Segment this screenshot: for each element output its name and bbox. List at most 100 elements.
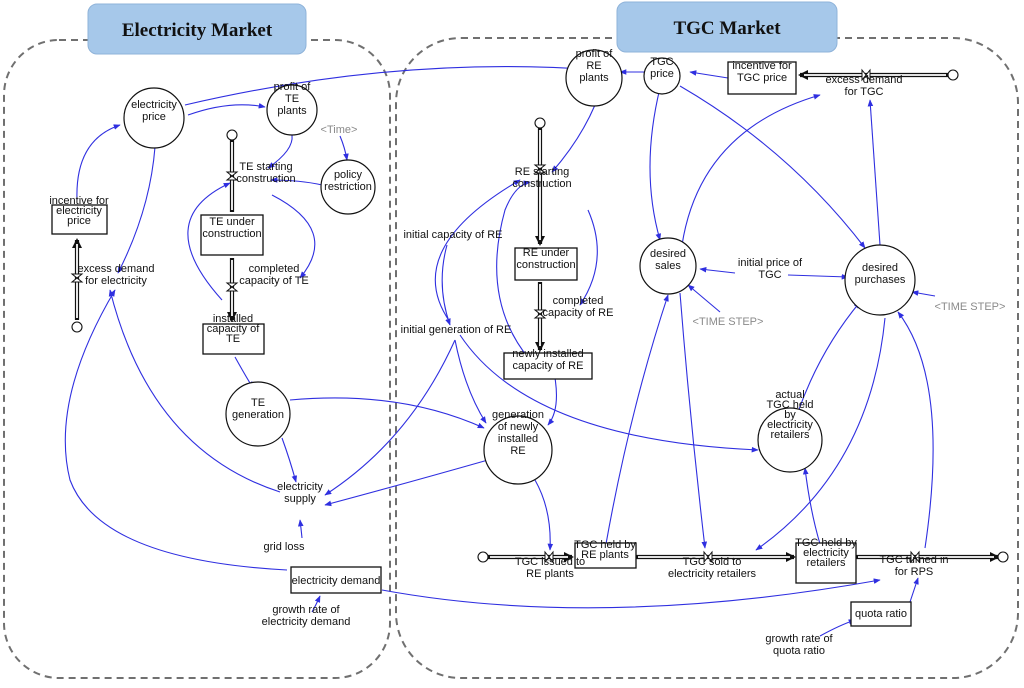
excess-demand-electricity-label-line: for electricity bbox=[85, 275, 147, 287]
tgc-sold-retailers-label-line: TGC sold to bbox=[683, 556, 742, 568]
profit-te-plants-label-line: TE bbox=[285, 93, 299, 105]
desired-sales-label-line: desired bbox=[650, 248, 686, 260]
desired-purchases-node bbox=[844, 244, 916, 316]
generation-newly-installed-re-label-line: RE bbox=[510, 445, 525, 457]
profit-re-plants-label-line: profit of bbox=[576, 48, 614, 60]
profit-te-plants-label-line: plants bbox=[277, 105, 307, 117]
tgc-market-title: TGC Market bbox=[673, 18, 781, 39]
completed-capacity-te-label-line: capacity of TE bbox=[239, 275, 309, 287]
newly-installed-capacity-re-label-line: capacity of RE bbox=[513, 360, 584, 372]
tgc-turned-in-rps-label-line: for RPS bbox=[895, 566, 934, 578]
re-under-construction-label-line: construction bbox=[516, 259, 575, 271]
te-starting-construction-label-line: construction bbox=[236, 173, 295, 185]
valve-icons bbox=[70, 68, 920, 564]
valve-icon bbox=[225, 282, 239, 292]
completed-capacity-te-label-line: completed bbox=[249, 263, 300, 275]
incentive-electricity-price-box bbox=[51, 204, 108, 235]
electricity-market-title: Electricity Market bbox=[122, 20, 273, 41]
grid-loss-label-line: grid loss bbox=[264, 541, 305, 553]
incentive-electricity-price-label-line: electricity bbox=[56, 205, 102, 217]
cloud-icon bbox=[71, 321, 83, 333]
tgc-held-retailers-box bbox=[795, 542, 857, 584]
tgc-held-re-plants-label-line: TGC held by bbox=[574, 539, 636, 551]
cloud-icon bbox=[477, 551, 489, 563]
grid-loss-label: grid loss bbox=[264, 541, 305, 553]
policy-restriction-label-line: restriction bbox=[324, 181, 372, 193]
policy-restriction-label-line: policy bbox=[334, 169, 363, 181]
time-step-1-label: <TIME STEP> bbox=[693, 316, 764, 328]
electricity-demand-label: electricity demand bbox=[292, 575, 381, 587]
excess-demand-electricity-label-line: excess demand bbox=[77, 263, 154, 275]
time-shadow-label: <Time> bbox=[321, 124, 358, 136]
actual-tgc-held-label-line: actual bbox=[775, 389, 804, 401]
te-under-construction-label-line: TE under bbox=[209, 216, 255, 228]
te-generation-node bbox=[225, 381, 291, 447]
valve-icon bbox=[225, 171, 239, 181]
initial-capacity-re-label-line: initial capacity of RE bbox=[403, 229, 502, 241]
newly-installed-capacity-re-box bbox=[503, 352, 593, 380]
time-step-2-label-line: <TIME STEP> bbox=[935, 301, 1006, 313]
profit-re-plants-label-line: RE bbox=[586, 60, 601, 72]
growth-rate-quota-ratio-label-line: growth rate of bbox=[765, 633, 833, 645]
tgc-held-re-plants-box bbox=[574, 542, 637, 569]
valve-icon bbox=[544, 550, 554, 564]
excess-demand-tgc-label-line: excess demand bbox=[825, 74, 902, 86]
te-under-construction-box bbox=[200, 214, 264, 256]
actual-tgc-held-node bbox=[757, 407, 823, 473]
valve-icon bbox=[910, 550, 920, 564]
valve-icon bbox=[533, 309, 547, 319]
electricity-supply-label-line: electricity bbox=[277, 481, 323, 493]
electricity-demand-label-line: electricity demand bbox=[292, 575, 381, 587]
re-under-construction-box bbox=[514, 247, 578, 281]
installed-capacity-te-label-line: installed bbox=[213, 313, 253, 325]
tgc-turned-in-rps-label-line: TGC turned in bbox=[879, 554, 948, 566]
re-starting-construction-label-line: construction bbox=[512, 178, 571, 190]
initial-price-tgc-label-line: TGC bbox=[758, 269, 781, 281]
desired-sales-label-line: sales bbox=[655, 260, 681, 272]
cloud-icon bbox=[997, 551, 1009, 563]
valve-icon bbox=[70, 273, 84, 283]
tgc-issued-re-plants-label-line: TGC issued to bbox=[515, 556, 585, 568]
cloud-icons bbox=[71, 69, 1009, 563]
growth-rate-electricity-demand-label-line: electricity demand bbox=[262, 616, 351, 628]
tgc-held-retailers-label-line: retailers bbox=[806, 557, 846, 569]
quota-ratio-label-line: quota ratio bbox=[855, 608, 907, 620]
generation-newly-installed-re-label-line: installed bbox=[498, 433, 538, 445]
quota-ratio-label: quota ratio bbox=[855, 608, 907, 620]
tgc-held-re-plants-label-line: RE plants bbox=[581, 549, 629, 561]
installed-capacity-te-label-line: capacity of bbox=[207, 323, 261, 335]
tgc-held-retailers-label-line: TGC held by bbox=[795, 537, 857, 549]
growth-rate-electricity-demand-label-line: growth rate of bbox=[272, 604, 340, 616]
cloud-icon bbox=[534, 117, 546, 129]
newly-installed-capacity-re-label-line: newly installed bbox=[512, 348, 584, 360]
actual-tgc-held-label-line: retailers bbox=[770, 429, 810, 441]
incentive-tgc-price-label-line: incentive for bbox=[732, 60, 792, 72]
initial-generation-re-label: initial generation of RE bbox=[401, 324, 512, 336]
quota-ratio-box bbox=[850, 601, 912, 627]
generation-newly-installed-re-label-line: generation bbox=[492, 409, 544, 421]
profit-te-plants-node bbox=[266, 84, 318, 136]
electricity-price-label-line: electricity bbox=[131, 99, 177, 111]
stock-boxes bbox=[51, 61, 912, 627]
growth-rate-quota-ratio-label-line: quota ratio bbox=[773, 645, 825, 657]
